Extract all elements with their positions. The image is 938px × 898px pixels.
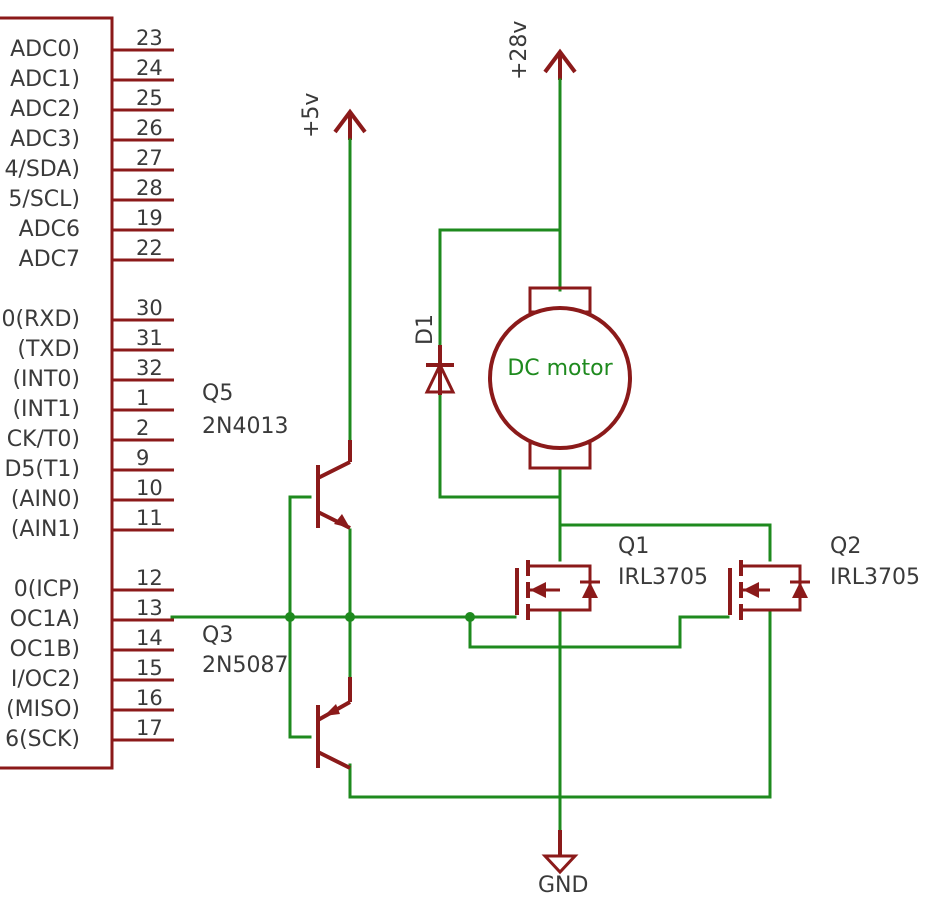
pin-signal: ADC3) <box>10 127 80 152</box>
pin-number: 24 <box>136 56 163 80</box>
pin-signal: D5(T1) <box>4 457 80 482</box>
pin-signal: ADC6 <box>19 217 80 242</box>
q2-value: IRL3705 <box>830 565 920 590</box>
pin-number: 14 <box>136 626 163 650</box>
vcc5-label: +5v <box>299 93 324 138</box>
pin-number: 26 <box>136 116 163 140</box>
pin-signal: I/OC2) <box>11 667 80 692</box>
pin-number: 10 <box>136 476 163 500</box>
pin-signal: ADC7 <box>19 247 80 272</box>
pin-number: 13 <box>136 596 163 620</box>
pin-signal: ADC1) <box>10 67 80 92</box>
mosfet-q1: Q1 IRL3705 <box>515 534 708 620</box>
pin-number: 15 <box>136 656 163 680</box>
wire-diode-bottom <box>438 393 562 499</box>
vcc5-supply: +5v <box>299 93 367 140</box>
q2-body-diode <box>792 582 808 598</box>
pin-signal: OC1A) <box>10 607 80 632</box>
pin-signal: (INT1) <box>12 397 80 422</box>
pin-signal: 5/SCL) <box>8 187 80 212</box>
pin-number: 11 <box>136 506 163 530</box>
vcc28-label: +28v <box>507 21 532 80</box>
junction-dot <box>345 612 355 622</box>
d1-name: D1 <box>413 314 438 345</box>
vcc28-supply: +28v <box>507 21 577 80</box>
pin-number: 9 <box>136 446 149 470</box>
q3-emitter-arrow <box>324 704 340 716</box>
transistor-q5: Q5 2N4013 <box>202 381 352 530</box>
dc-motor: DC motor <box>488 286 632 470</box>
pin-number: 23 <box>136 26 163 50</box>
microcontroller-pins: 23 ADC0) 24 ADC1) 25 ADC2) 26 ADC3) 27 4/SDA) 28 5/… <box>2 26 174 752</box>
pin-number: 27 <box>136 146 163 170</box>
pin-number: 1 <box>136 386 149 410</box>
junction-dot <box>285 612 295 622</box>
pin-signal: 0(ICP) <box>14 577 80 602</box>
pin-number: 19 <box>136 206 163 230</box>
ground-triangle <box>541 854 579 875</box>
pin-number: 28 <box>136 176 163 200</box>
q1-body-diode-loop <box>560 564 592 612</box>
q1-value: IRL3705 <box>618 565 708 590</box>
pin-signal: 6(SCK) <box>5 727 80 752</box>
motor-label: DC motor <box>507 356 613 381</box>
q3-value: 2N5087 <box>202 653 288 678</box>
q1-body-arrow <box>530 582 546 598</box>
d1-triangle <box>424 361 456 394</box>
pin-signal: OC1B) <box>10 637 80 662</box>
pin-number: 31 <box>136 326 163 350</box>
ground-symbol: GND <box>538 830 588 898</box>
pin-signal: (TXD) <box>17 337 80 362</box>
pin-number: 12 <box>136 566 163 590</box>
pin-number: 22 <box>136 236 163 260</box>
pin-signal: ADC2) <box>10 97 80 122</box>
q5-collector <box>317 460 351 480</box>
wire-diode-top <box>438 228 562 347</box>
pin-signal: (AIN1) <box>11 517 80 542</box>
junction-dot <box>465 612 475 622</box>
wire-drain-bus <box>558 523 772 562</box>
pin-number: 25 <box>136 86 163 110</box>
pin-number: 16 <box>136 686 163 710</box>
q2-body-arrow <box>743 582 759 598</box>
pin-signal: ADC0) <box>10 37 80 62</box>
pin-signal: CK/T0) <box>7 427 80 452</box>
ground-label: GND <box>538 873 588 898</box>
q3-collector <box>317 750 351 770</box>
q3-name: Q3 <box>202 623 233 648</box>
q5-value: 2N4013 <box>202 414 288 439</box>
q5-emitter-arrow <box>334 514 350 528</box>
q1-name: Q1 <box>618 534 649 559</box>
q2-name: Q2 <box>830 534 861 559</box>
pin-signal: (INT0) <box>12 367 80 392</box>
transistor-q3: Q3 2N5087 <box>202 623 352 770</box>
wire-q2-gate <box>468 615 730 649</box>
q1-body-diode <box>582 582 598 598</box>
pin-number: 2 <box>136 416 149 440</box>
pin-signal: (MISO) <box>6 697 80 722</box>
microcontroller: 23 ADC0) 24 ADC1) 25 ADC2) 26 ADC3) 27 4/SDA) 28 5/… <box>0 16 174 770</box>
diode-d1: D1 <box>413 314 456 395</box>
pin-signal: (AIN0) <box>11 487 80 512</box>
q2-body-diode-loop <box>770 564 802 612</box>
motor-circle <box>488 306 632 450</box>
wire-ground-bus <box>348 763 772 799</box>
pin-number: 30 <box>136 296 163 320</box>
pin-number: 17 <box>136 716 163 740</box>
wire-base-bus <box>288 495 312 739</box>
pin-number: 32 <box>136 356 163 380</box>
microcontroller-outline <box>0 16 114 770</box>
pin-signal: 0(RXD) <box>2 307 80 332</box>
mosfet-q2: Q2 IRL3705 <box>728 534 920 620</box>
q5-name: Q5 <box>202 381 233 406</box>
wires <box>170 78 772 832</box>
pin-signal: 4/SDA) <box>4 157 80 182</box>
